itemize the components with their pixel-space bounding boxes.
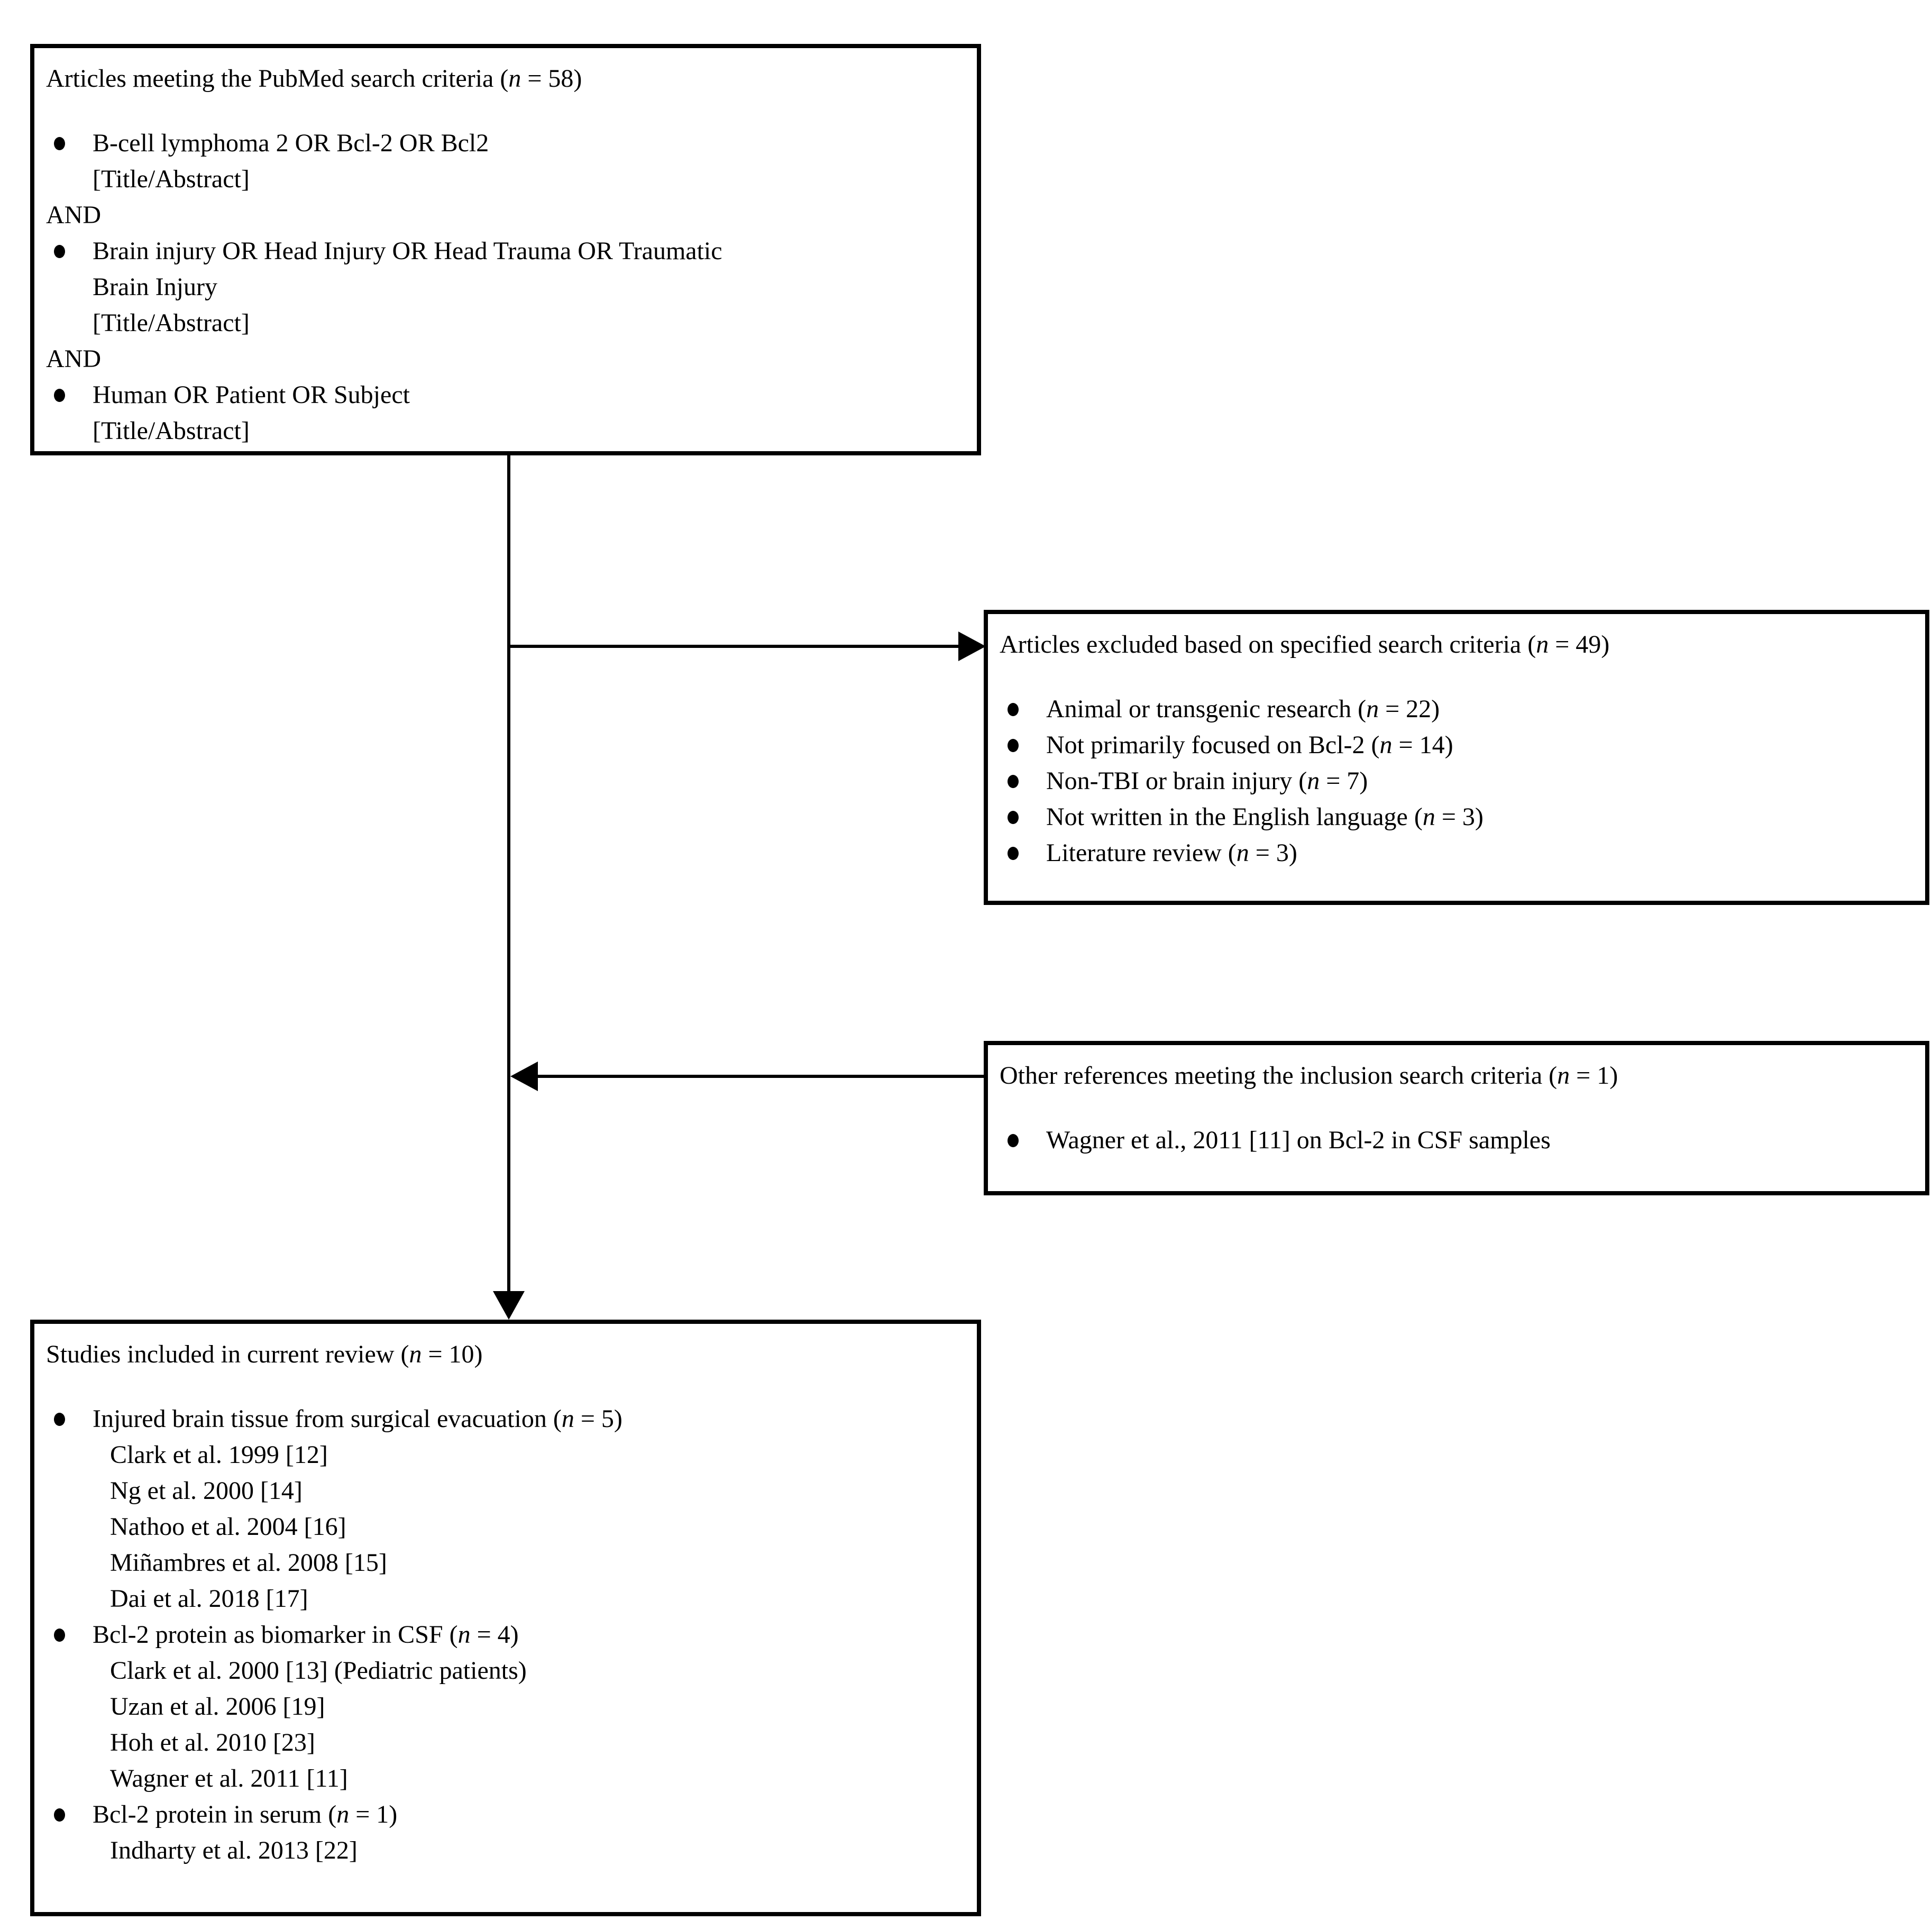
bullet-icon — [1008, 739, 1019, 752]
study-citation: Uzan et al. 2006 [19] — [110, 1693, 325, 1721]
bullet-icon — [1008, 775, 1019, 788]
bullet-icon — [54, 1629, 65, 1642]
bullet-icon — [54, 1808, 65, 1822]
exclusion-reason-row: Animal or transgenic research (n = 22) — [1000, 691, 1909, 727]
criterion-row: Brain injury OR Head Injury OR Head Trau… — [46, 233, 961, 341]
exclusion-reason-row: Not primarily focused on Bcl-2 (n = 14) — [1000, 727, 1909, 763]
bullet-icon — [1008, 703, 1019, 716]
study-citation: Ng et al. 2000 [14] — [110, 1477, 303, 1505]
bullet-icon — [1008, 811, 1019, 824]
study-group-row: Injured brain tissue from surgical evacu… — [46, 1401, 961, 1437]
study-citation: Dai et al. 2018 [17] — [110, 1585, 308, 1613]
criterion-field-tag: [Title/Abstract] — [93, 165, 250, 193]
study-citation: Indharty et al. 2013 [22] — [110, 1836, 358, 1864]
criterion-field-tag: [Title/Abstract] — [93, 417, 250, 445]
criterion-text: Brain Injury — [93, 273, 217, 301]
exclusion-reason-row: Literature review (n = 3) — [1000, 835, 1909, 871]
arrowhead-right-icon — [958, 632, 986, 661]
exclusion-reason: Not written in the English language (n =… — [1046, 803, 1484, 831]
exclusion-reason-row: Not written in the English language (n =… — [1000, 799, 1909, 835]
included-box-title: Studies included in current review (n = … — [46, 1340, 483, 1368]
study-citation: Hoh et al. 2010 [23] — [110, 1728, 315, 1757]
excluded-box-title: Articles excluded based on specified sea… — [1000, 630, 1610, 658]
study-group-label: Injured brain tissue from surgical evacu… — [93, 1405, 622, 1433]
other-refs-box-title: Other references meeting the inclusion s… — [1000, 1062, 1618, 1090]
bullet-icon — [54, 389, 65, 402]
arrowhead-left-icon — [510, 1062, 538, 1091]
exclusion-reason-row: Non-TBI or brain injury (n = 7) — [1000, 763, 1909, 799]
bullet-icon — [54, 1413, 65, 1426]
exclusion-reason: Literature review (n = 3) — [1046, 839, 1297, 867]
criterion-text: Human OR Patient OR Subject — [93, 381, 410, 409]
criterion-row: Human OR Patient OR Subject [Title/Abstr… — [46, 377, 961, 449]
criterion-row: B-cell lymphoma 2 OR Bcl-2 OR Bcl2 [Titl… — [46, 125, 961, 197]
pubmed-search-box: Articles meeting the PubMed search crite… — [30, 44, 981, 455]
flow-line-vertical — [507, 453, 510, 1291]
bullet-icon — [1008, 847, 1019, 860]
pubmed-box-title: Articles meeting the PubMed search crite… — [46, 65, 582, 93]
boolean-operator: AND — [46, 201, 101, 229]
other-reference-row: Wagner et al., 2011 [11] on Bcl-2 in CSF… — [1000, 1122, 1909, 1158]
flow-line-to-excluded — [509, 645, 960, 648]
exclusion-reason: Non-TBI or brain injury (n = 7) — [1046, 767, 1368, 795]
study-citation: Clark et al. 1999 [12] — [110, 1441, 328, 1469]
arrowhead-down-icon — [493, 1291, 525, 1320]
study-group-label: Bcl-2 protein in serum (n = 1) — [93, 1800, 398, 1828]
other-references-box: Other references meeting the inclusion s… — [984, 1041, 1929, 1195]
study-group-row: Bcl-2 protein in serum (n = 1) — [46, 1797, 961, 1833]
study-citation: Clark et al. 2000 [13] (Pediatric patien… — [110, 1657, 527, 1685]
boolean-operator: AND — [46, 345, 101, 373]
other-reference: Wagner et al., 2011 [11] on Bcl-2 in CSF… — [1046, 1126, 1551, 1154]
excluded-articles-box: Articles excluded based on specified sea… — [984, 610, 1929, 905]
exclusion-reason: Not primarily focused on Bcl-2 (n = 14) — [1046, 731, 1453, 759]
bullet-icon — [54, 137, 65, 150]
criterion-text: B-cell lymphoma 2 OR Bcl-2 OR Bcl2 — [93, 129, 489, 157]
study-citation: Wagner et al. 2011 [11] — [110, 1764, 348, 1792]
study-citation: Nathoo et al. 2004 [16] — [110, 1513, 346, 1541]
bullet-icon — [1008, 1134, 1019, 1147]
bullet-icon — [54, 245, 65, 258]
criterion-text: Brain injury OR Head Injury OR Head Trau… — [93, 237, 722, 265]
study-group-label: Bcl-2 protein as biomarker in CSF (n = 4… — [93, 1621, 519, 1649]
study-citation: Miñambres et al. 2008 [15] — [110, 1549, 387, 1577]
criterion-field-tag: [Title/Abstract] — [93, 309, 250, 337]
flow-line-from-other-refs — [536, 1075, 984, 1078]
study-group-row: Bcl-2 protein as biomarker in CSF (n = 4… — [46, 1617, 961, 1653]
exclusion-reason: Animal or transgenic research (n = 22) — [1046, 695, 1440, 723]
included-studies-box: Studies included in current review (n = … — [30, 1320, 981, 1916]
